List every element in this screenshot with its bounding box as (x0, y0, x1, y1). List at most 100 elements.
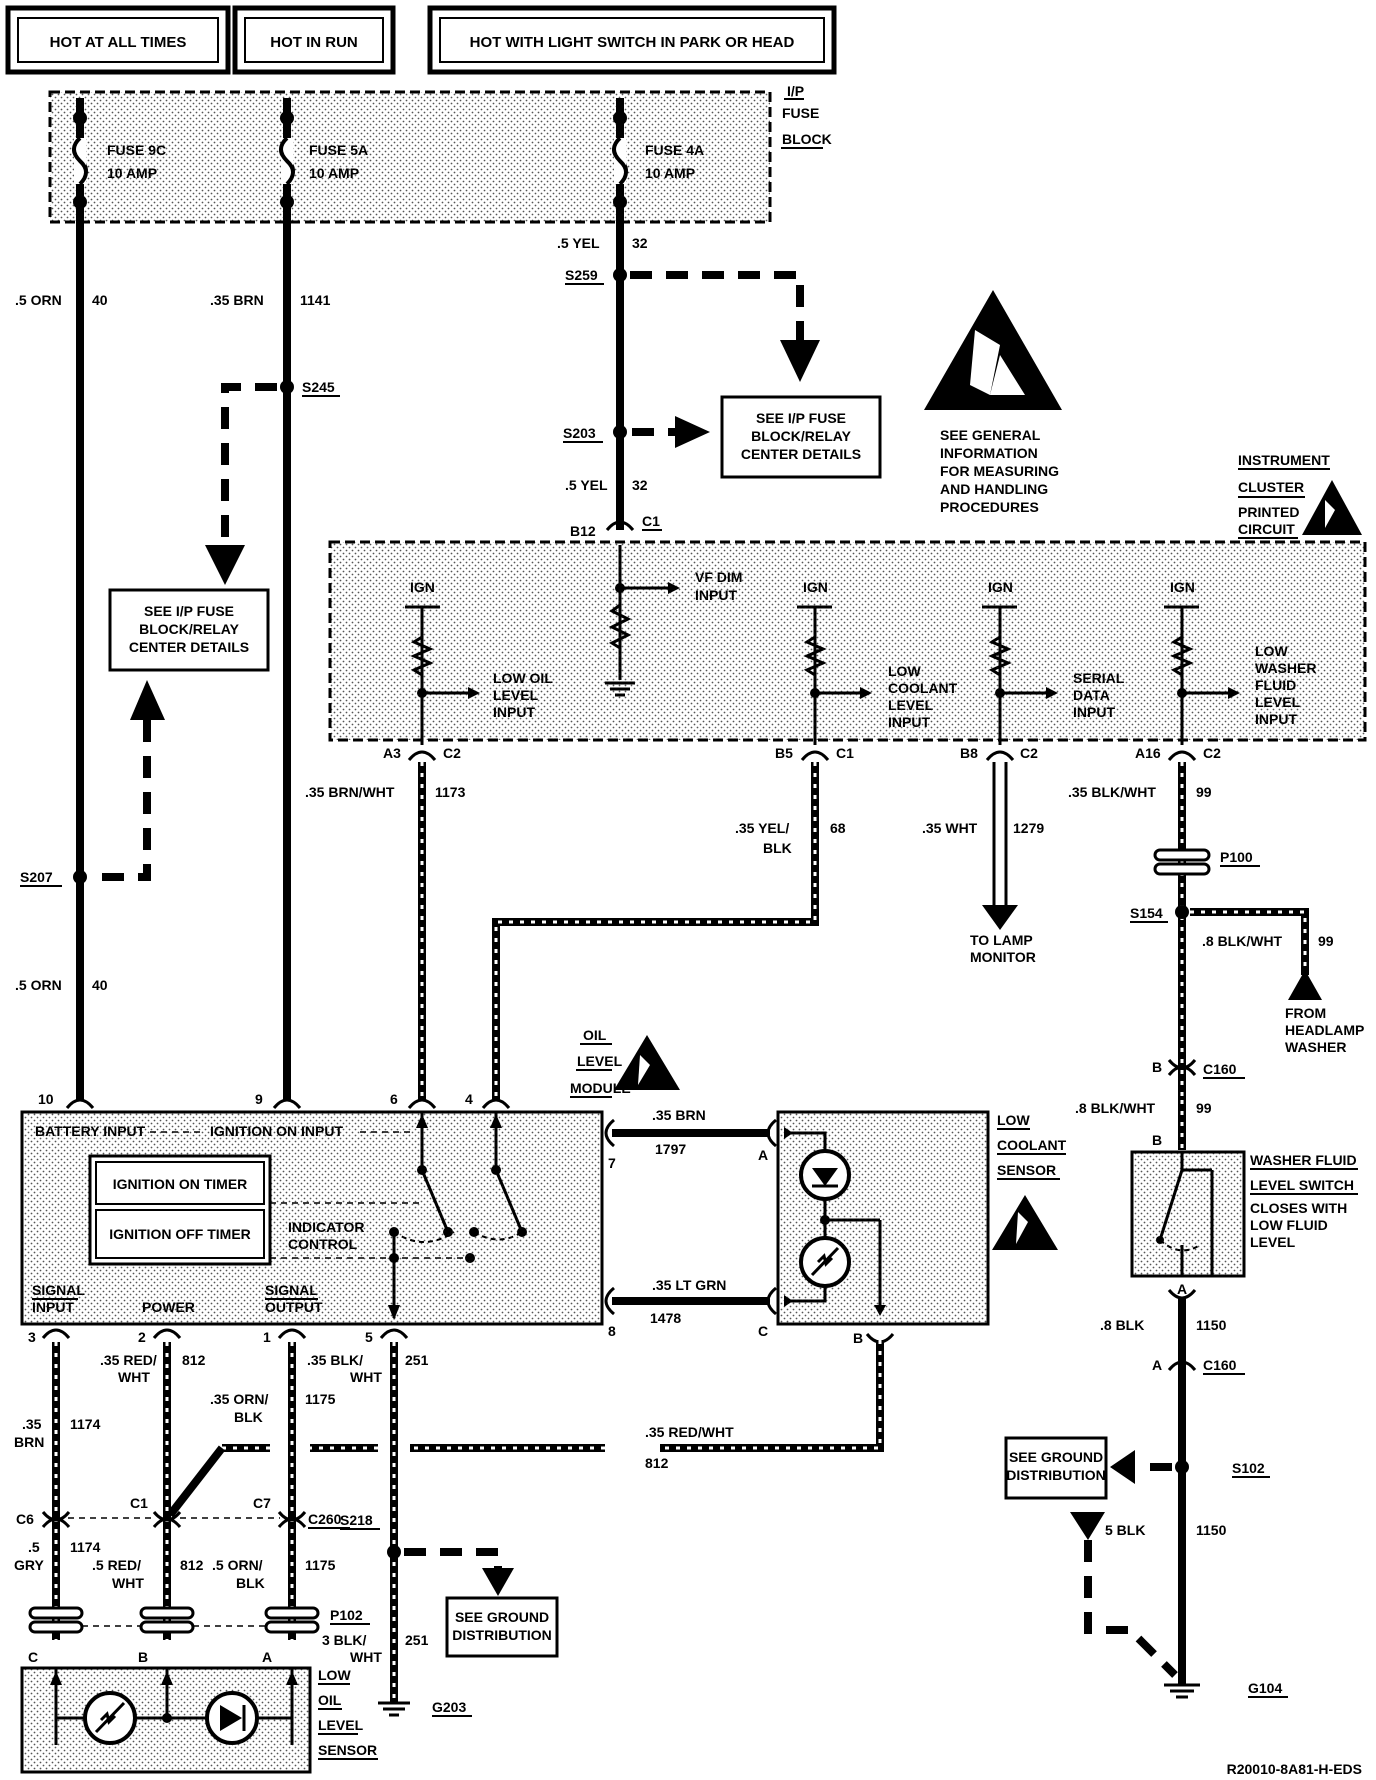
svg-text:COOLANT: COOLANT (997, 1137, 1067, 1153)
svg-text:1175: 1175 (305, 1391, 336, 1407)
splice-s102 (1175, 1460, 1189, 1474)
splice-s259 (613, 268, 627, 282)
esd-cluster-icon (1302, 480, 1362, 535)
svg-text:LOW OIL: LOW OIL (493, 670, 553, 686)
svg-text:BRN: BRN (14, 1434, 44, 1450)
svg-text:TO LAMP: TO LAMP (970, 932, 1033, 948)
svg-text:C2: C2 (1020, 745, 1038, 761)
splice-s245 (280, 380, 294, 394)
ign-low-coolant: IGN LOW COOLANT LEVEL INPUT (797, 579, 958, 745)
svg-text:A: A (758, 1147, 768, 1163)
svg-text:.35 BRN: .35 BRN (210, 292, 264, 308)
svg-text:LOW FLUID: LOW FLUID (1250, 1217, 1328, 1233)
instrument-cluster (328, 540, 1367, 742)
svg-text:812: 812 (180, 1557, 204, 1573)
splice-s203 (613, 425, 627, 439)
svg-text:99: 99 (1196, 784, 1212, 800)
svg-text:.35 BRN/WHT: .35 BRN/WHT (305, 784, 395, 800)
svg-text:A16: A16 (1135, 745, 1161, 761)
svg-text:B: B (138, 1649, 148, 1665)
svg-text:CENTER DETAILS: CENTER DETAILS (741, 446, 861, 462)
svg-text:WASHER: WASHER (1285, 1039, 1346, 1055)
svg-text:FUSE 9C: FUSE 9C (107, 142, 166, 158)
svg-text:FLUID: FLUID (1255, 677, 1296, 693)
ign-low-oil: IGN LOW OIL LEVEL INPUT (405, 579, 553, 745)
svg-text:HOT IN RUN: HOT IN RUN (270, 34, 358, 51)
svg-text:S154: S154 (1130, 905, 1163, 921)
svg-text:FUSE 5A: FUSE 5A (309, 142, 368, 158)
svg-text:CONTROL: CONTROL (288, 1236, 358, 1252)
svg-text:FROM: FROM (1285, 1005, 1326, 1021)
svg-text:LOW: LOW (997, 1112, 1030, 1128)
svg-text:SERIAL: SERIAL (1073, 670, 1125, 686)
svg-text:WHT: WHT (118, 1369, 150, 1385)
svg-text:99: 99 (1196, 1100, 1212, 1116)
svg-text:VF DIM: VF DIM (695, 569, 742, 585)
svg-text:WHT: WHT (350, 1649, 382, 1665)
svg-text:INPUT: INPUT (1255, 711, 1297, 727)
svg-text:DISTRIBUTION: DISTRIBUTION (452, 1627, 552, 1643)
svg-text:S203: S203 (563, 425, 596, 441)
svg-text:WASHER: WASHER (1255, 660, 1316, 676)
svg-text:B: B (1152, 1132, 1162, 1148)
drawing-id: R20010-8A81-H-EDS (1227, 1761, 1362, 1777)
svg-text:.35 YEL/: .35 YEL/ (735, 820, 789, 836)
esd-coolant-icon (992, 1195, 1058, 1250)
low-coolant-sensor (776, 1110, 990, 1326)
ref-fuse-block-details-left: SEE I/P FUSE BLOCK/RELAY CENTER DETAILS (108, 588, 270, 672)
svg-text:251: 251 (405, 1632, 429, 1648)
svg-text:BLOCK/RELAY: BLOCK/RELAY (751, 428, 851, 444)
svg-text:CENTER DETAILS: CENTER DETAILS (129, 639, 249, 655)
ign-washer-fluid: IGN LOW WASHER FLUID LEVEL INPUT (1164, 579, 1316, 745)
ref-ground-distribution-right: SEE GROUND DISTRIBUTION (1004, 1436, 1108, 1500)
svg-text:.8 BLK/WHT: .8 BLK/WHT (1202, 933, 1283, 949)
svg-text:812: 812 (182, 1352, 206, 1368)
svg-text:.8 BLK: .8 BLK (1100, 1317, 1144, 1333)
svg-text:CLUSTER: CLUSTER (1238, 479, 1304, 495)
svg-text:10 AMP: 10 AMP (645, 165, 695, 181)
svg-text:1150: 1150 (1196, 1522, 1227, 1538)
svg-text:LEVEL: LEVEL (1250, 1234, 1296, 1250)
svg-text:A: A (1177, 1281, 1187, 1297)
svg-text:.35 RED/: .35 RED/ (100, 1352, 157, 1368)
svg-text:HOT WITH LIGHT SWITCH IN PARK: HOT WITH LIGHT SWITCH IN PARK OR HEAD (470, 34, 795, 51)
svg-text:40: 40 (92, 977, 108, 993)
svg-text:BLOCK/RELAY: BLOCK/RELAY (139, 621, 239, 637)
svg-text:.5 RED/: .5 RED/ (92, 1557, 141, 1573)
svg-text:FOR MEASURING: FOR MEASURING (940, 463, 1059, 479)
fuse-block (48, 90, 772, 224)
svg-text:7: 7 (608, 1155, 616, 1171)
svg-text:HOT AT ALL TIMES: HOT AT ALL TIMES (50, 34, 187, 51)
svg-text:SEE I/P FUSE: SEE I/P FUSE (756, 410, 846, 426)
header-hot-in-run: HOT IN RUN (232, 5, 396, 75)
svg-text:B: B (1152, 1059, 1162, 1075)
svg-text:MODULE: MODULE (570, 1080, 631, 1096)
svg-text:LEVEL SWITCH: LEVEL SWITCH (1250, 1177, 1354, 1193)
svg-text:C2: C2 (1203, 745, 1221, 761)
svg-text:COOLANT: COOLANT (888, 680, 958, 696)
svg-text:OIL: OIL (583, 1027, 607, 1043)
ref-fuse-block-details-right: SEE I/P FUSE BLOCK/RELAY CENTER DETAILS (720, 395, 882, 479)
svg-text:.35 RED/WHT: .35 RED/WHT (645, 1424, 734, 1440)
svg-text:BLK: BLK (234, 1409, 263, 1425)
svg-text:BATTERY INPUT: BATTERY INPUT (35, 1123, 146, 1139)
svg-text:.5 ORN: .5 ORN (15, 292, 62, 308)
svg-text:S245: S245 (302, 379, 335, 395)
svg-text:32: 32 (632, 235, 648, 251)
svg-text:LOW: LOW (318, 1667, 351, 1683)
svg-text:AND HANDLING: AND HANDLING (940, 481, 1048, 497)
svg-text:GRY: GRY (14, 1557, 44, 1573)
svg-text:IGNITION ON TIMER: IGNITION ON TIMER (113, 1176, 248, 1192)
svg-text:3: 3 (28, 1329, 36, 1345)
svg-text:.5: .5 (28, 1539, 40, 1555)
svg-text:1: 1 (263, 1329, 271, 1345)
header-hot-at-all-times: HOT AT ALL TIMES (5, 5, 231, 75)
svg-text:FUSE: FUSE (782, 105, 819, 121)
svg-text:1174: 1174 (70, 1539, 101, 1555)
svg-text:LEVEL: LEVEL (493, 687, 539, 703)
svg-text:HEADLAMP: HEADLAMP (1285, 1022, 1364, 1038)
svg-text:LEVEL: LEVEL (1255, 694, 1301, 710)
svg-text:4: 4 (465, 1091, 473, 1107)
svg-text:S102: S102 (1232, 1460, 1265, 1476)
svg-text:G104: G104 (1248, 1680, 1282, 1696)
